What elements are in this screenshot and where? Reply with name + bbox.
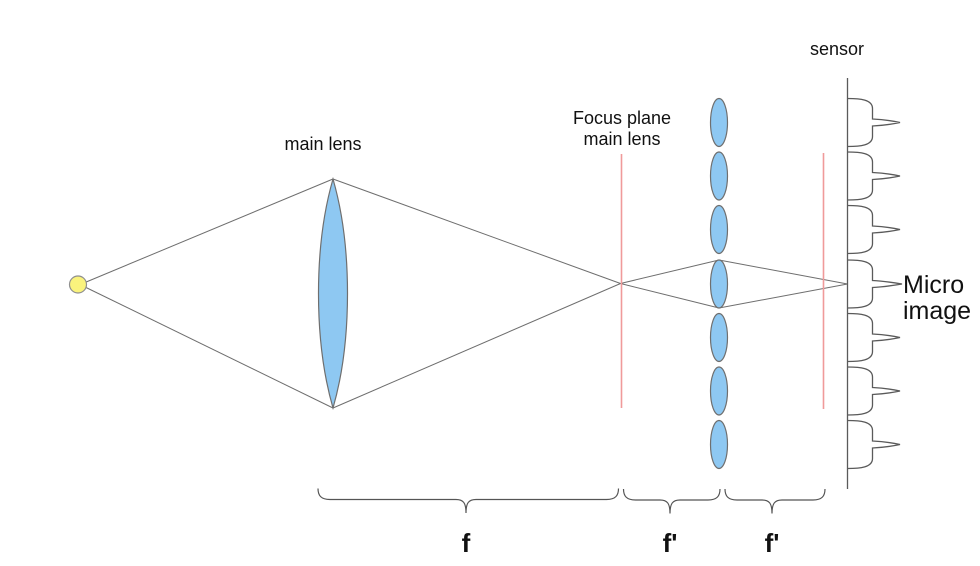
ray-source-to-lens-top: [84, 178, 334, 283]
brace-f-prime-sensor: [724, 488, 826, 514]
main-lens: [317, 176, 349, 411]
ray-source-to-lens-bottom: [84, 286, 334, 409]
focal-length-f-prime-mla-label: f': [663, 528, 678, 558]
brace-f-prime-mla: [622, 488, 721, 514]
point-light-source: [68, 275, 88, 294]
microlens-4-central: [709, 259, 729, 309]
ray-microlens-top-to-sensor: [718, 259, 848, 285]
sensor-label: sensor: [810, 39, 864, 59]
ray-lens-bottom-to-focus: [332, 283, 621, 409]
main-lens-label: main lens: [284, 134, 361, 154]
focal-length-f-prime-sensor-label: f': [765, 528, 780, 558]
microlens-2: [709, 151, 729, 201]
micro-image-label-line1: Micro: [903, 271, 964, 299]
ray-bundle: [84, 178, 848, 409]
ray-focus-to-microlens-bottom: [620, 283, 720, 309]
brace-f: [317, 488, 620, 514]
sensor-response-curve: [847, 97, 903, 470]
microlens-6: [709, 366, 729, 416]
microlens-array: [709, 97, 729, 470]
microlens-1: [709, 97, 729, 148]
sensor-assembly: [846, 78, 903, 489]
focus-plane-label-line1: Focus plane: [573, 108, 671, 128]
focal-length-f-label: f: [462, 528, 471, 558]
focal-planes: [620, 153, 825, 409]
dimension-braces: [317, 488, 826, 514]
microlens-5: [709, 312, 729, 363]
ray-focus-to-microlens-top: [620, 259, 720, 284]
focus-plane-label-line2: main lens: [583, 129, 660, 149]
ray-microlens-bottom-to-sensor: [718, 283, 848, 309]
micro-image-label-line2: image: [903, 297, 971, 325]
main-lens-shape: [317, 176, 349, 411]
microlens-3: [709, 204, 729, 255]
microlens-7: [709, 419, 729, 470]
ray-lens-top-to-focus: [332, 178, 621, 284]
